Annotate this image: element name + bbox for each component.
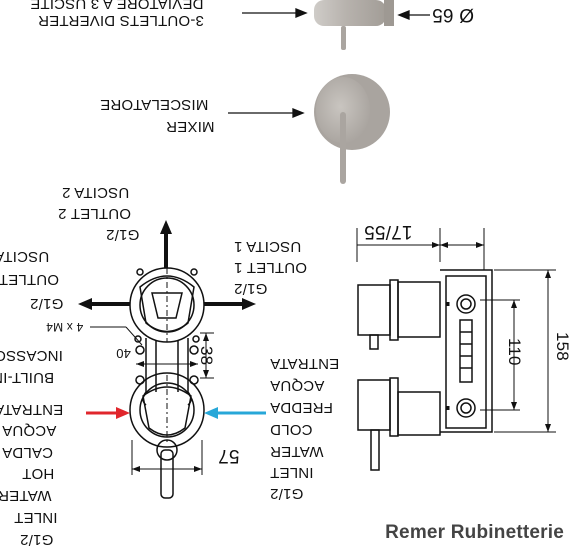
outlet3-label-1: USCITA 3 xyxy=(0,248,50,265)
brand-watermark: Remer Rubinetterie xyxy=(385,522,564,543)
cold-label-6: INLET xyxy=(270,464,314,481)
outlet2-label-3: G1/2 xyxy=(106,226,140,243)
valve-body-schematic xyxy=(78,220,256,499)
dim-17-55: 17/55 xyxy=(364,221,413,242)
cold-label-1: ENTRATA xyxy=(270,355,340,372)
cold-label-7: G1/2 xyxy=(270,485,304,502)
dim-40: 40 xyxy=(116,346,131,361)
dim-158: 158 xyxy=(553,332,572,361)
hot-label-5: WATER xyxy=(0,487,52,504)
diameter-label: Ø 65 xyxy=(432,4,474,25)
diverter-label-line2: 3-OUTLETS DIVERTER xyxy=(38,12,204,29)
cold-label-2: ACQUA xyxy=(270,377,325,394)
dim-57: 57 xyxy=(218,445,240,466)
outlet3-label-3: G1/2 xyxy=(30,295,64,312)
builtin-label-2: BUILT-IN xyxy=(0,369,55,386)
outlet1-label-2: OUTLET 1 xyxy=(234,259,308,276)
hot-label-4: HOT xyxy=(22,465,55,482)
mixer-label-line2: MIXER xyxy=(166,118,215,135)
mixer-render xyxy=(314,74,390,184)
hot-inlet-arrow xyxy=(86,407,130,419)
dim-110: 110 xyxy=(505,338,524,366)
outlet2-label-1: USCITA 2 xyxy=(62,184,130,201)
cold-label-3: FREDDA xyxy=(270,399,333,416)
hot-label-1: ENTRATA xyxy=(0,401,64,418)
outlet2-label-2: OUTLET 2 xyxy=(58,205,132,222)
cold-label-4: COLD xyxy=(270,421,313,438)
outlet3-label-2: OUTLET 3 xyxy=(0,271,60,288)
hot-label-2: ACQUA xyxy=(2,422,57,439)
diverter-render xyxy=(314,0,394,50)
cold-label-5: WATER xyxy=(270,443,324,460)
hot-label-6: INLET xyxy=(14,509,58,526)
hot-label-7: G1/2 xyxy=(20,531,54,548)
hot-label-3: CALDA xyxy=(2,444,54,461)
builtin-label-1: INCASSO xyxy=(0,347,63,364)
screw-label: 4 x M4 xyxy=(46,320,84,334)
outlet1-label-3: G1/2 xyxy=(234,280,268,297)
dim-38: 38 xyxy=(197,346,216,366)
mixer-label-line1: MISCELATORE xyxy=(100,96,209,113)
side-view-drawing xyxy=(356,228,556,471)
outlet1-label-1: USCITA 1 xyxy=(234,238,302,255)
cold-inlet-arrow xyxy=(204,407,266,419)
